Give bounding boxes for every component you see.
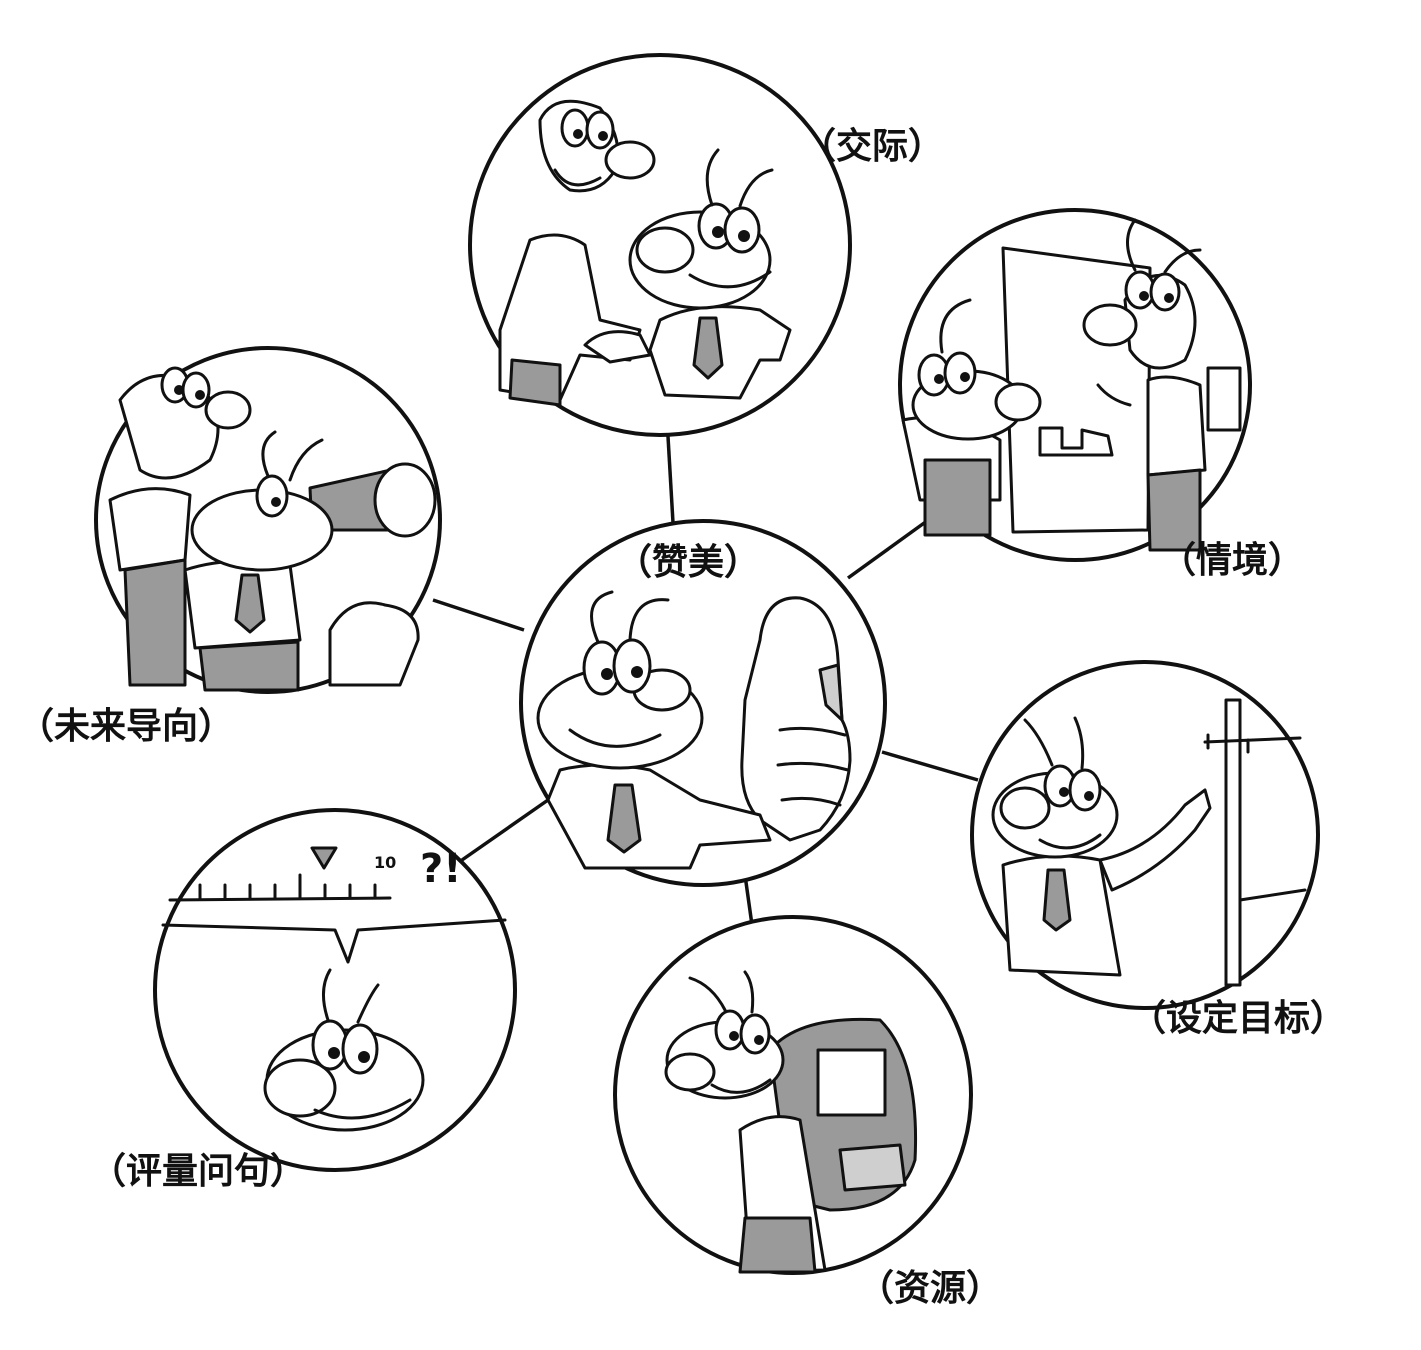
mudi-pole-crossbar [1203, 733, 1307, 902]
weilai-front-tie [234, 573, 266, 634]
center-shirt [546, 763, 772, 870]
jiaoji-right-nose [635, 226, 695, 274]
jiaoji-left-body [498, 233, 642, 402]
pingliang-smile [313, 1098, 412, 1120]
label-qingjing: （情境） [1160, 539, 1304, 581]
label-center: （赞美） [616, 541, 760, 583]
weilai-front-eye [255, 474, 289, 518]
center-antennae [590, 590, 670, 644]
ziyuan-backpack-lower-pocket [838, 1143, 907, 1192]
thumbs-up-hand [740, 596, 852, 842]
pingliang-speech-bubble-edge [161, 918, 507, 964]
qingjing-left-eye-2 [943, 351, 977, 395]
node-weilai [94, 346, 442, 694]
thumb-shade [818, 663, 844, 722]
jiaoji-right-antennae [705, 148, 774, 208]
pingliang-eye-2 [341, 1023, 379, 1075]
connectors [432, 401, 979, 926]
mudi-tie [1042, 868, 1072, 932]
qingjing-right-antennae [1126, 218, 1202, 274]
label-pingliang: （评量问句） [90, 1150, 306, 1192]
mudi-pole [1224, 698, 1242, 987]
center-tie [606, 783, 642, 854]
ziyuan-eye-2 [739, 1013, 771, 1055]
center-eye-right [612, 638, 652, 694]
qingjing-buildings [1038, 426, 1114, 457]
label-weilai: （未来导向） [18, 705, 234, 747]
jiaoji-left-eye-1 [560, 108, 590, 148]
weilai-clouds [328, 601, 420, 687]
pingliang-scale-ruler [168, 873, 392, 902]
jiaoji-right-eye-2 [723, 206, 761, 254]
ziyuan-nose [664, 1052, 716, 1092]
handshake-hands [583, 330, 652, 364]
link-weilai [432, 598, 525, 632]
qingjing-left-pants [923, 458, 992, 537]
jiaoji-left-smile [553, 168, 602, 187]
node-ziyuan [613, 915, 973, 1275]
node-qingjing [898, 208, 1252, 562]
mudi-nose [999, 786, 1051, 830]
qingjing-left-antenna [939, 298, 972, 354]
qingjing-right-nose [1082, 303, 1138, 347]
qingjing-right-eye-2 [1149, 272, 1181, 312]
jiaoji-right-smile [688, 270, 772, 289]
link-pingliang [460, 798, 550, 862]
ziyuan-backpack-pocket [816, 1048, 887, 1117]
jiaoji-left-pants [508, 358, 562, 407]
pingliang-nose [263, 1058, 337, 1118]
weilai-back-shirt [108, 487, 192, 572]
jiaoji-left-eye-2 [585, 110, 615, 150]
link-mudi [881, 750, 979, 782]
weilai-back-nose [204, 390, 252, 430]
finger-lines [776, 726, 850, 807]
pingliang-scale-mark: 10 [374, 853, 396, 872]
node-mudi [970, 660, 1320, 1010]
weilai-front-antennae [261, 430, 324, 482]
qingjing-right-gesture [1096, 383, 1132, 407]
label-ziyuan: （资源） [858, 1267, 1002, 1309]
ziyuan-pants [738, 1216, 817, 1274]
qingjing-window-building [1206, 366, 1242, 432]
weilai-front-pants [198, 640, 300, 692]
qingjing-right-pants [1146, 468, 1202, 552]
weilai-telescope-lens [373, 462, 437, 538]
weilai-back-pants [123, 558, 187, 687]
pingliang-scale-punct: ?! [420, 846, 461, 892]
label-jiaoji: （交际） [800, 125, 944, 167]
node-pingliang: 10 ?! [153, 808, 517, 1172]
center-smile [568, 728, 662, 748]
ziyuan-smile [710, 1078, 772, 1094]
jiaoji-right-tie [692, 316, 724, 380]
weilai-back-eye-2 [181, 371, 211, 409]
ziyuan-antennae [688, 970, 755, 1014]
qingjing-right-shirt [1146, 375, 1207, 477]
node-center-zanmei [519, 519, 887, 887]
mudi-smile [1038, 833, 1102, 850]
mudi-antennae [1023, 716, 1085, 770]
link-qingjing [846, 511, 940, 580]
node-jiaoji [468, 53, 852, 437]
mudi-pointing-arm [1098, 788, 1212, 892]
qingjing-left-nose [994, 382, 1042, 422]
pingliang-scale-pointer [310, 846, 338, 870]
mudi-eye-2 [1068, 768, 1102, 812]
pingliang-antennae [322, 968, 380, 1024]
label-mudi: （设定目标） [1130, 997, 1346, 1039]
jiaoji-left-nose [604, 140, 656, 180]
